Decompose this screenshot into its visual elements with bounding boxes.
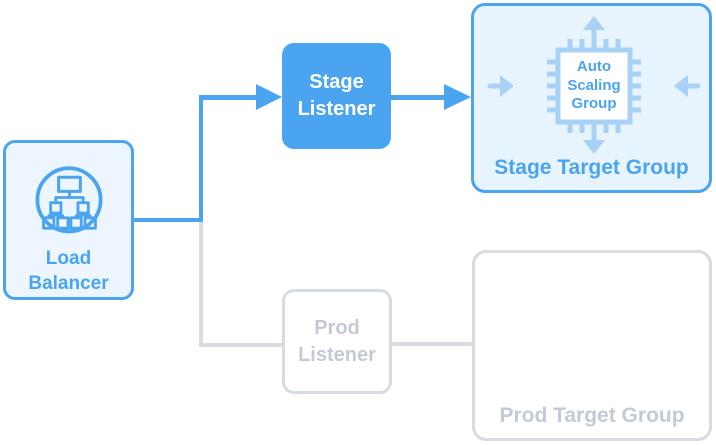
prod-listener-node: Prod Listener xyxy=(282,289,392,394)
auto-scaling-group-label: Auto Scaling Group xyxy=(567,57,621,113)
stage-target-group-node: Auto Scaling Group Stage Target Group xyxy=(471,3,712,193)
load-balancer-label: Load Balancer xyxy=(28,247,109,295)
edge-lb-stage-vertical-line xyxy=(199,95,203,222)
load-balancer-icon xyxy=(34,166,103,234)
auto-scaling-group-icon xyxy=(487,16,701,154)
scale-in-right-arrow-icon xyxy=(674,75,701,97)
edge-lb-stage-horizontal-line xyxy=(199,95,256,100)
stage-listener-label: Stage Listener xyxy=(297,71,376,120)
edge-lb-prod-horizontal-line xyxy=(199,343,282,347)
edge-lb-out-horizontal-line xyxy=(134,218,202,222)
edge-stage-listener-target-line xyxy=(391,95,444,100)
load-balancer-node: Load Balancer xyxy=(3,140,134,300)
prod-listener-label: Prod Listener xyxy=(298,316,376,366)
stage-listener-node: Stage Listener xyxy=(282,43,391,149)
scale-up-arrow-icon xyxy=(583,16,605,44)
prod-target-group-label: Prod Target Group xyxy=(499,404,685,427)
prod-target-group-node: Prod Target Group xyxy=(472,250,712,441)
edge-prod-listener-target-line xyxy=(392,342,472,346)
edge-lb-stage-arrowhead-icon xyxy=(256,84,282,110)
scale-in-left-arrow-icon xyxy=(487,75,514,97)
edge-stage-listener-target-arrowhead-icon xyxy=(444,84,471,110)
stage-target-group-label: Stage Target Group xyxy=(494,156,689,179)
chip-pins xyxy=(547,39,641,133)
chip-icon xyxy=(547,39,641,133)
edge-lb-prod-vertical-line xyxy=(199,222,203,346)
